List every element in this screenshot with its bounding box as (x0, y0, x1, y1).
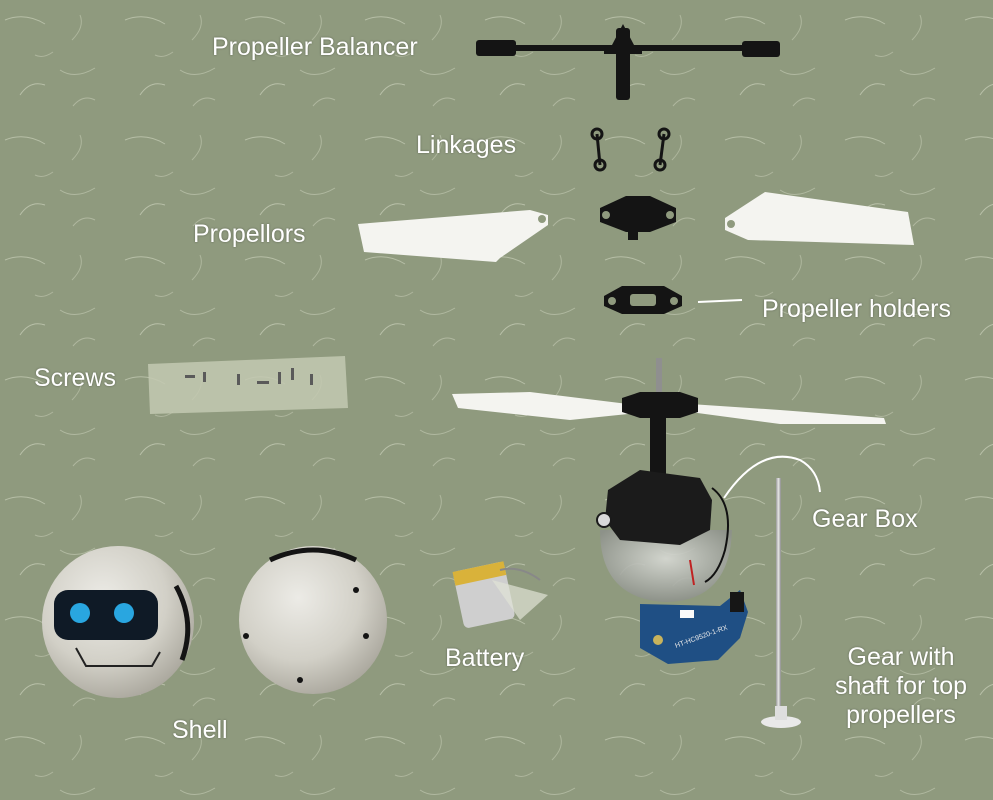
screws-on-tape (148, 356, 348, 414)
propeller-holder-upper (600, 196, 676, 240)
label-gear-box: Gear Box (812, 505, 918, 533)
label-screws: Screws (34, 364, 116, 392)
shell-front-half (42, 546, 194, 698)
label-gear-with-shaft-line-1: Gear with (847, 643, 955, 671)
label-battery: Battery (445, 644, 525, 672)
propeller-holder-lower (604, 286, 682, 314)
label-shell: Shell (172, 716, 228, 744)
battery (452, 561, 548, 628)
shell-eye-right (114, 603, 134, 623)
shell-eye-left (70, 603, 90, 623)
label-gear-with-shaft-line-3: propellers (846, 701, 956, 729)
label-propellors: Propellors (193, 220, 306, 248)
label-linkages: Linkages (416, 131, 517, 159)
gear-box-pointer-arc (723, 455, 821, 499)
linkages (590, 127, 671, 172)
propeller-balancer (476, 24, 780, 100)
label-propeller-holders: Propeller holders (762, 295, 951, 323)
propellor-right (725, 192, 914, 245)
gear-box (596, 470, 732, 602)
label-propeller-balancer: Propeller Balancer (212, 33, 418, 61)
shell-back-half (239, 546, 387, 694)
propellor-left (358, 210, 548, 262)
propeller-holders-pointer-line (697, 299, 743, 303)
label-gear-with-shaft: Gear with shaft for top propellers (826, 643, 976, 730)
assembled-rotor (452, 358, 886, 486)
gear-with-shaft (761, 478, 801, 728)
label-gear-with-shaft-line-2: shaft for top (834, 672, 968, 700)
circuit-board: HT-HC9520-1-RX (640, 590, 748, 664)
shell-face-visor (54, 590, 158, 640)
